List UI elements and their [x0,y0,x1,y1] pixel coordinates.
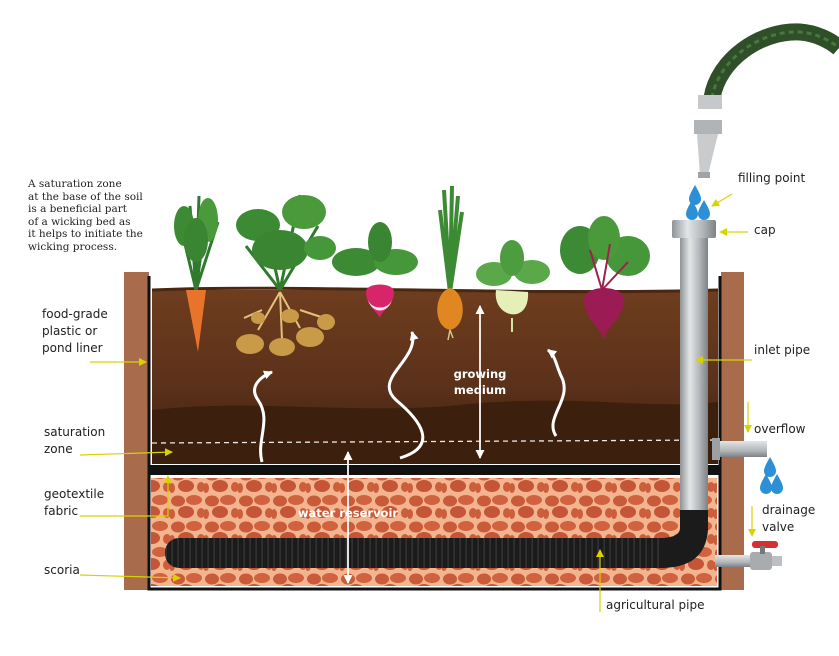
water-drop-icon [686,185,783,494]
wicking-arrows [253,331,566,463]
label-cap: cap [754,223,776,237]
valve-body [750,552,772,570]
label-liner: food-grade plastic or pond liner [42,307,108,355]
inlet-pipe [680,232,708,510]
garden-hose [703,23,839,100]
turnip-plant [476,240,550,332]
geotextile-fabric-band [148,465,720,475]
saturation-line [151,439,719,444]
radish-plant [332,222,418,318]
liner-outline [147,276,722,591]
hose-highlight [710,30,839,99]
soil-top-edge [151,286,719,294]
hose-nozzle [697,134,718,175]
leader-arrows [79,193,756,612]
onion-plant [437,185,464,341]
label-filling-point: filling point [738,171,806,185]
hose-coupling [698,95,722,109]
label-water-reservoir: water reservoir [297,506,399,520]
saturation-zone-note: A saturation zone at the base of the soi… [28,178,143,253]
beetroot-plant [560,216,650,340]
overflow-pipe-end [712,438,720,460]
drainage-pipe [715,555,751,567]
label-scoria: scoria [44,563,80,577]
valve-stem [760,546,765,554]
left-wood-wall [124,272,149,590]
valve-handle-icon [752,541,778,548]
right-wood-wall [721,272,744,590]
label-overflow: overflow [754,422,806,436]
label-geotextile: geotextile fabric [44,487,105,518]
potato-plant [236,194,336,356]
soil-dark-layer [152,400,718,464]
label-drainage-valve: drainage valve [762,503,816,534]
pipe-cap [672,220,716,238]
nozzle-tip [698,172,710,178]
agricultural-pipe-bend [660,505,708,568]
carrot-plant [174,195,220,352]
overflow-pipe [715,441,767,457]
label-agricultural-pipe: agricultural pipe [606,598,705,612]
valve-outlet [772,556,782,566]
label-growing-medium: growing medium [453,367,507,397]
scoria-layer [151,478,717,586]
label-inlet-pipe: inlet pipe [754,343,811,357]
hose-coupling-2 [694,120,722,134]
agricultural-pipe-body [165,538,675,568]
label-saturation-zone: saturation zone [44,425,106,456]
